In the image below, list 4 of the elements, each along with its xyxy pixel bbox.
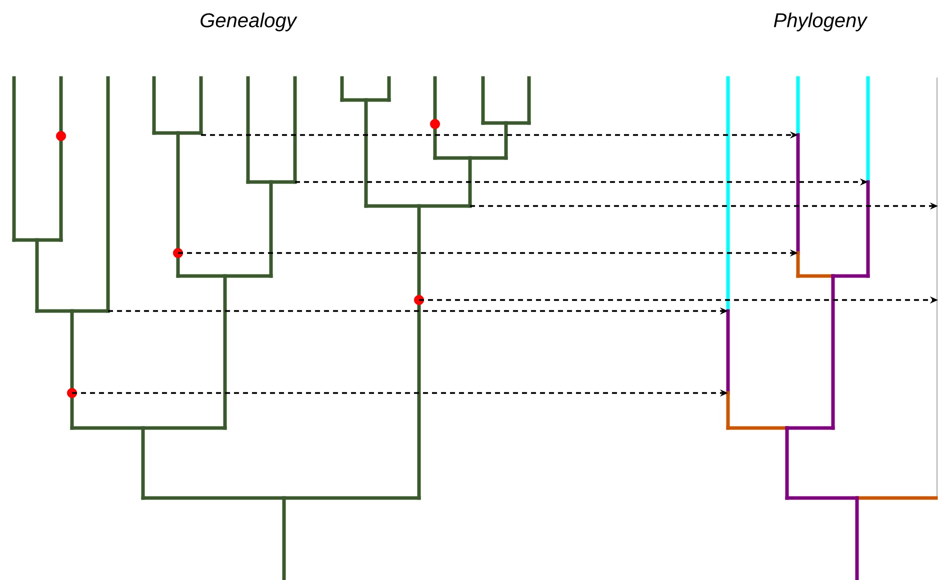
phylogeny-tree-drawing: [726, 76, 938, 580]
genealogy-tree-drawing: [12, 76, 531, 580]
heading: Phylogeny: [774, 12, 868, 32]
heading: Genealogy: [200, 12, 298, 32]
